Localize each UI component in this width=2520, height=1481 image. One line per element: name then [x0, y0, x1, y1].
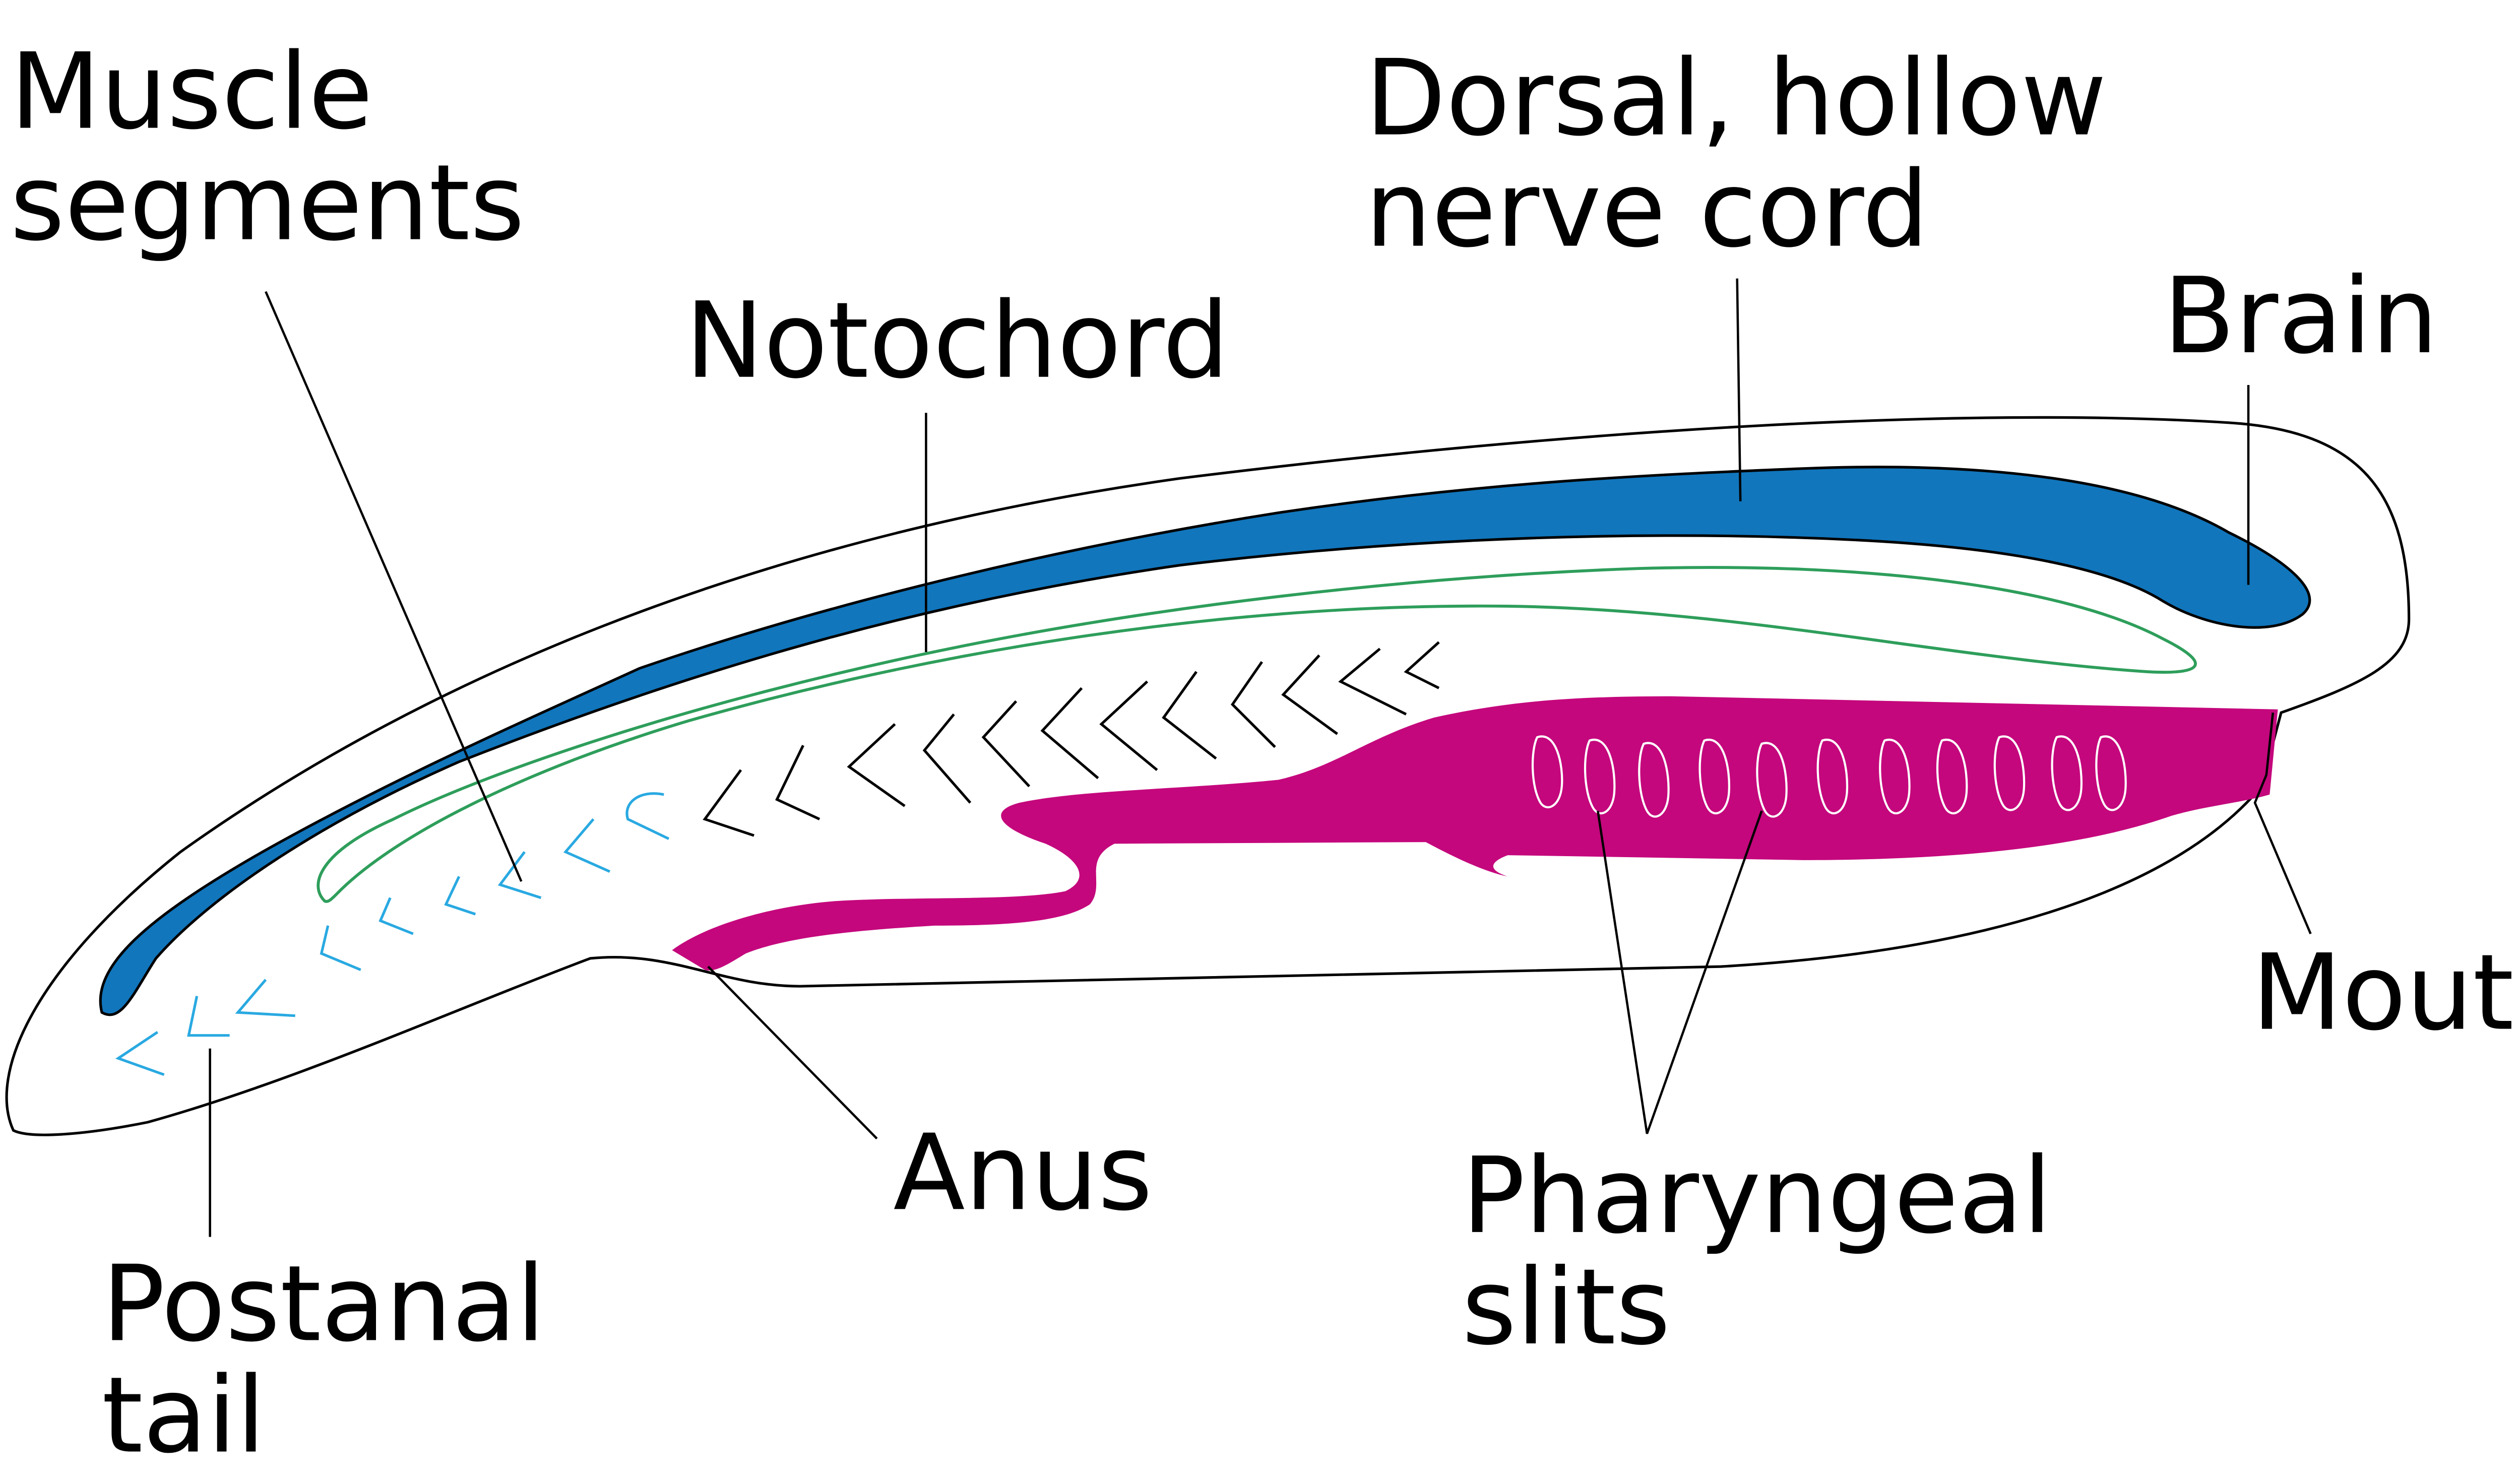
body-outline: [5, 416, 2411, 1136]
muscle-segment: [444, 876, 476, 916]
muscle-segment: [235, 979, 295, 1017]
label-brain: Brain: [2163, 255, 2438, 377]
muscle-segment: [1338, 648, 1407, 716]
muscle-segment: [497, 851, 542, 899]
muscle-segment: [922, 713, 972, 804]
muscle-segment: [115, 1031, 165, 1076]
muscle-segment: [703, 769, 754, 837]
pharyngeal-slit: [1584, 738, 1616, 814]
pharyngeal-slit: [2095, 735, 2127, 811]
leader-nerve-cord: [1736, 278, 1742, 501]
pharyngeal-slit: [1936, 738, 1968, 814]
pharyngeal-slit: [1698, 738, 1730, 814]
muscle-segment: [1281, 654, 1338, 735]
pharyngeal-slit: [1638, 742, 1670, 818]
pharyngeal-slits: [1531, 735, 2127, 818]
label-postanal-tail: Postanal tail: [102, 1243, 579, 1476]
leader-pharyngeal-slits: [1597, 810, 1763, 1134]
label-notochord: Notochord: [685, 280, 1229, 402]
muscle-segment: [1230, 661, 1276, 748]
leader-muscle-segments: [265, 291, 523, 882]
muscle-segment: [775, 745, 821, 820]
muscle-segment: [847, 723, 906, 807]
notochord: [317, 566, 2197, 903]
label-mouth: Mouth: [2252, 932, 2520, 1054]
digestive-tract: [672, 696, 2278, 971]
leader-lines: [209, 278, 2312, 1237]
muscle-segment: [625, 792, 670, 840]
pharyngeal-slit: [1531, 735, 1563, 809]
muscle-segment: [1162, 671, 1217, 760]
leader-mouth: [2253, 712, 2312, 935]
muscle-segment: [320, 925, 361, 972]
muscle-segment: [1040, 687, 1099, 780]
pharyngeal-slit: [1993, 735, 2026, 811]
pharyngeal-slit: [2051, 735, 2083, 811]
pharyngeal-slit: [1756, 742, 1788, 818]
label-anus: Anus: [893, 1112, 1152, 1234]
dorsal-nerve-cord: [99, 466, 2311, 1016]
label-dorsal-nerve-cord: Dorsal, hollow nerve cord: [1365, 38, 2140, 271]
muscle-segments-posterior: [115, 792, 670, 1076]
leader-anus: [707, 965, 878, 1140]
muscle-segment: [1099, 680, 1158, 771]
muscle-segment: [981, 700, 1031, 788]
labels: Muscle segments Dorsal, hollow nerve cor…: [10, 31, 2520, 1477]
pharyngeal-slit: [1879, 738, 1911, 814]
muscle-segments-anterior: [703, 641, 1440, 837]
label-pharyngeal-slits: Pharyngeal slits: [1462, 1135, 2085, 1369]
pharyngeal-slit: [1816, 738, 1849, 814]
muscle-segment: [563, 818, 610, 873]
muscle-segment: [187, 996, 230, 1037]
label-muscle-segments: Muscle segments: [10, 31, 525, 265]
muscle-segment: [1404, 641, 1440, 689]
muscle-segment: [379, 897, 414, 935]
